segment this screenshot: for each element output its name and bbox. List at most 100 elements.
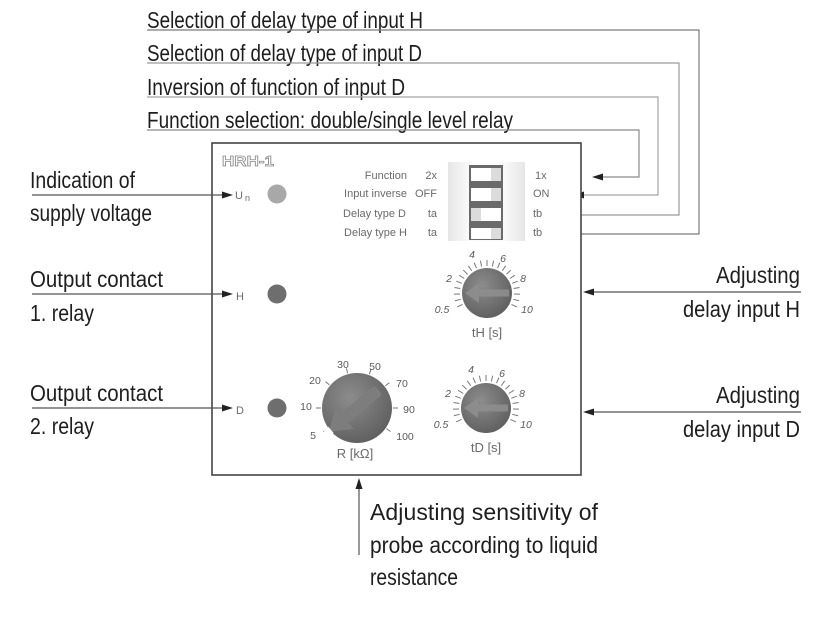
- supply-led: [267, 184, 287, 204]
- arrow-right-icon: [222, 191, 233, 199]
- scale-label: 8: [519, 388, 525, 400]
- arrow-left-icon: [583, 288, 594, 296]
- tick-mark: [506, 269, 512, 275]
- dip-switch-lever[interactable]: [491, 228, 501, 239]
- scale-label: 5: [310, 430, 316, 442]
- tick-mark: [325, 381, 330, 386]
- switch-row-label: Delay type D: [343, 208, 406, 220]
- delay-h-knob[interactable]: [454, 260, 520, 318]
- scale-label: 90: [403, 404, 415, 416]
- delay-h-ticks: [454, 260, 520, 308]
- annotation-text: Adjusting: [716, 262, 800, 288]
- tick-mark: [510, 418, 517, 423]
- dip-switch-lever[interactable]: [491, 168, 501, 181]
- scale-label: 4: [468, 364, 474, 376]
- sensitivity-scale: 5 10 20 30 50 70 90 100 R [kΩ]: [300, 359, 415, 461]
- tick-mark: [458, 274, 465, 279]
- annotation-text: supply voltage: [30, 200, 152, 226]
- tick-mark: [512, 413, 519, 417]
- switch-left-option: 2x: [425, 170, 437, 182]
- delay-h-pointer-icon: [465, 283, 509, 303]
- left-annotation-relay-1: Output contact 1. relay: [30, 266, 233, 326]
- annotation-text: Output contact: [30, 380, 164, 406]
- tick-mark: [461, 384, 467, 390]
- top-annotation-inversion-input-d: Inversion of function of input D: [147, 74, 659, 199]
- arrow-right-icon: [222, 404, 233, 412]
- tick-mark: [453, 402, 460, 405]
- delay-d-pointer-icon: [464, 398, 508, 418]
- tick-mark: [479, 260, 483, 267]
- tick-mark: [454, 287, 461, 290]
- tick-mark: [511, 303, 518, 308]
- leader-line: [147, 29, 700, 235]
- delay-h-knob-label: tH [s]: [472, 325, 502, 340]
- annotation-text: Function selection: double/single level …: [147, 107, 513, 133]
- annotation-text: Inversion of function of input D: [147, 74, 405, 100]
- tick-mark: [472, 377, 476, 384]
- scale-label: 30: [337, 359, 349, 371]
- tick-mark: [508, 389, 515, 394]
- tick-mark: [511, 395, 517, 399]
- switch-right-option: tb: [533, 208, 542, 220]
- scale-label: 8: [520, 273, 526, 285]
- tick-mark: [385, 382, 390, 387]
- dip-switch-slot[interactable]: [471, 228, 501, 239]
- annotation-text: Adjusting: [716, 382, 800, 408]
- dip-switch-slots: [471, 168, 501, 239]
- scale-label: 0.5: [435, 304, 450, 316]
- delay-d-knob[interactable]: [453, 375, 519, 433]
- switch-row-label: Input inverse: [344, 188, 407, 200]
- right-annotation-delay-d: Adjusting delay input D: [583, 382, 801, 442]
- dip-switch-lever[interactable]: [491, 188, 501, 201]
- switch-left-option: ta: [428, 208, 438, 220]
- tick-mark: [457, 389, 464, 394]
- annotation-text: delay input H: [683, 296, 800, 322]
- dip-switch-labels: Function 2x 1x Input inverse OFF ON Dela…: [343, 170, 550, 239]
- switch-right-option: tb: [533, 227, 542, 239]
- scale-label: 6: [499, 368, 505, 380]
- annotation-text: 2. relay: [30, 413, 94, 439]
- annotation-text: 1. relay: [30, 300, 94, 326]
- annotation-text: Output contact: [30, 266, 164, 292]
- annotation-text: Selection of delay type of input H: [147, 7, 423, 33]
- scale-label: 100: [396, 431, 414, 443]
- tick-mark: [513, 287, 520, 290]
- tick-mark: [501, 265, 507, 272]
- sensitivity-knob[interactable]: [316, 368, 398, 444]
- model-label: HRH-1: [222, 153, 274, 170]
- scale-label: 2: [445, 273, 452, 285]
- relay-h-label: H: [236, 291, 244, 303]
- tick-mark: [478, 375, 482, 382]
- annotation-text: Adjusting sensitivity of: [370, 499, 599, 525]
- leader-line: [147, 96, 659, 196]
- tick-mark: [473, 262, 477, 269]
- annotation-text: Selection of delay type of input D: [147, 40, 422, 66]
- arrow-left-icon: [583, 408, 594, 416]
- relay-d-label: D: [236, 405, 244, 417]
- tick-mark: [466, 380, 472, 387]
- tick-mark: [505, 384, 511, 390]
- tick-mark: [496, 377, 500, 384]
- tick-mark: [455, 395, 461, 399]
- scale-label: 10: [521, 304, 533, 316]
- tick-mark: [456, 280, 462, 284]
- scale-label: 0.5: [434, 419, 449, 431]
- tick-mark: [497, 262, 501, 269]
- tick-mark: [490, 375, 494, 382]
- scale-label: 20: [309, 375, 321, 387]
- tick-mark: [491, 260, 495, 267]
- switch-row-label: Delay type H: [344, 227, 407, 239]
- top-annotation-delay-type-d: Selection of delay type of input D: [147, 40, 680, 219]
- annotation-text: delay input D: [683, 416, 800, 442]
- scale-label: 70: [396, 378, 408, 390]
- tick-mark: [462, 269, 468, 275]
- left-annotation-supply-voltage: Indication of supply voltage: [30, 167, 233, 226]
- tick-mark: [454, 298, 461, 302]
- tick-mark: [500, 380, 506, 387]
- left-annotation-relay-2: Output contact 2. relay: [30, 380, 233, 439]
- tick-mark: [368, 369, 372, 375]
- top-annotation-delay-type-h: Selection of delay type of input H: [147, 7, 700, 238]
- tick-mark: [467, 265, 473, 272]
- dip-switch-lever[interactable]: [471, 208, 481, 221]
